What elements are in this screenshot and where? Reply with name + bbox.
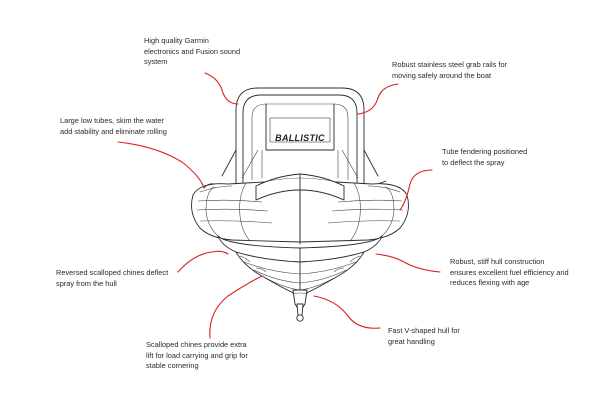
callout-v-hull: Fast V-shaped hull for great handling (388, 326, 460, 347)
callout-grab-rails: Robust stainless steel grab rails for mo… (392, 60, 507, 81)
callout-stiff-hull-line-3: reduces flexing with age (450, 278, 530, 288)
leader-stiff-hull (375, 253, 441, 273)
leader-grab-rails (357, 83, 399, 115)
callout-reversed-chines: Reversed scalloped chines deflect spray … (56, 268, 168, 289)
outboard-skeg (291, 289, 309, 322)
leader-v-hull (313, 295, 381, 329)
callout-v-hull-line-1: Fast V-shaped hull for (388, 326, 460, 335)
leader-reversed-chines (177, 250, 229, 273)
leader-tube-fendering (399, 169, 433, 211)
callout-grab-rails-line-2: moving safely around the boat (392, 70, 492, 80)
right-tube (299, 179, 409, 243)
callout-reversed-chines-line-1: Reversed scalloped chines deflect (56, 268, 169, 277)
leader-lines (117, 72, 441, 339)
callout-low-tubes-line-1: Large low tubes, skim the water (60, 116, 164, 125)
callout-scalloped-chines-line-1: Scalloped chines provide extra (146, 340, 247, 349)
callout-scalloped-chines: Scalloped chines provide extra lift for … (146, 340, 248, 372)
brand-logo: BALLISTIC (275, 133, 325, 143)
callout-v-hull-line-2: great handling (388, 336, 435, 346)
callout-garmin-line-1: High quality Garmin (144, 36, 209, 45)
leader-scalloped-chines (209, 275, 263, 339)
callout-scalloped-chines-line-2: lift for load carrying and grip for (146, 350, 248, 360)
leader-low-tubes (117, 141, 205, 189)
callout-tube-fendering: Tube fendering positioned to deflect the… (442, 147, 527, 168)
callout-garmin: High quality Garmin electronics and Fusi… (144, 36, 240, 68)
callout-stiff-hull-line-1: Robust, stiff hull construction (450, 257, 545, 266)
callout-tube-fendering-line-1: Tube fendering positioned (442, 147, 528, 156)
callout-stiff-hull-line-2: ensures excellent fuel efficiency and (450, 267, 569, 277)
callout-reversed-chines-line-2: spray from the hull (56, 278, 117, 288)
callout-garmin-line-2: electronics and Fusion sound (144, 46, 241, 56)
callout-garmin-line-3: system (144, 57, 168, 67)
callout-tube-fendering-line-2: to deflect the spray (442, 157, 505, 167)
callout-scalloped-chines-line-3: stable cornering (146, 361, 199, 371)
callout-low-tubes-line-2: add stability and eliminate rolling (60, 126, 167, 136)
console-frame (221, 87, 379, 187)
callout-grab-rails-line-1: Robust stainless steel grab rails for (392, 60, 508, 69)
leader-garmin (204, 72, 239, 105)
callout-low-tubes: Large low tubes, skim the water add stab… (60, 116, 167, 137)
callout-stiff-hull: Robust, stiff hull construction ensures … (450, 257, 569, 289)
left-tube (191, 179, 387, 243)
bow-deck (255, 173, 345, 245)
